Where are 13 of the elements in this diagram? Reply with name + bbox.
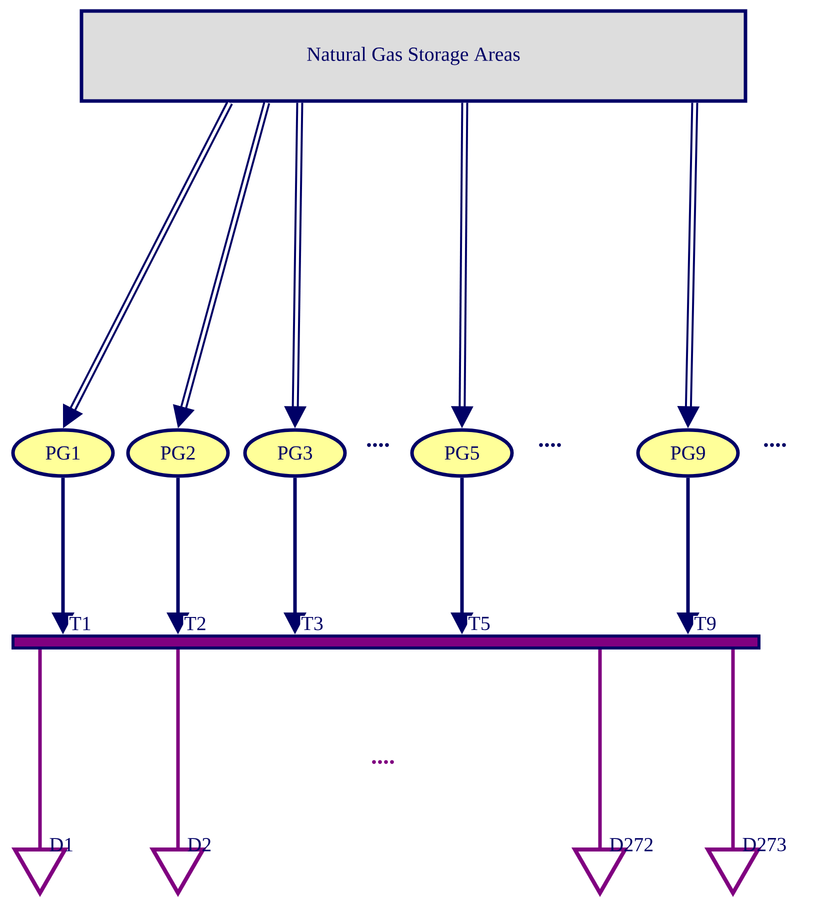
ellipsis: .... — [367, 443, 389, 447]
node-label: D272 — [610, 838, 653, 852]
bus-bar — [12, 634, 760, 650]
edge-label: T9 — [693, 616, 718, 632]
node-label: D273 — [742, 838, 786, 852]
edge-label: T3 — [300, 616, 324, 632]
ellipsis: .... — [539, 443, 561, 447]
title-box: Natural Gas Storage Areas — [80, 9, 748, 103]
edge-label: T2 — [183, 616, 208, 632]
edge-label: T5 — [467, 616, 492, 632]
ellipsis: .... — [764, 443, 786, 447]
edge-label: T1 — [68, 616, 92, 632]
ellipsis: .... — [372, 760, 394, 764]
